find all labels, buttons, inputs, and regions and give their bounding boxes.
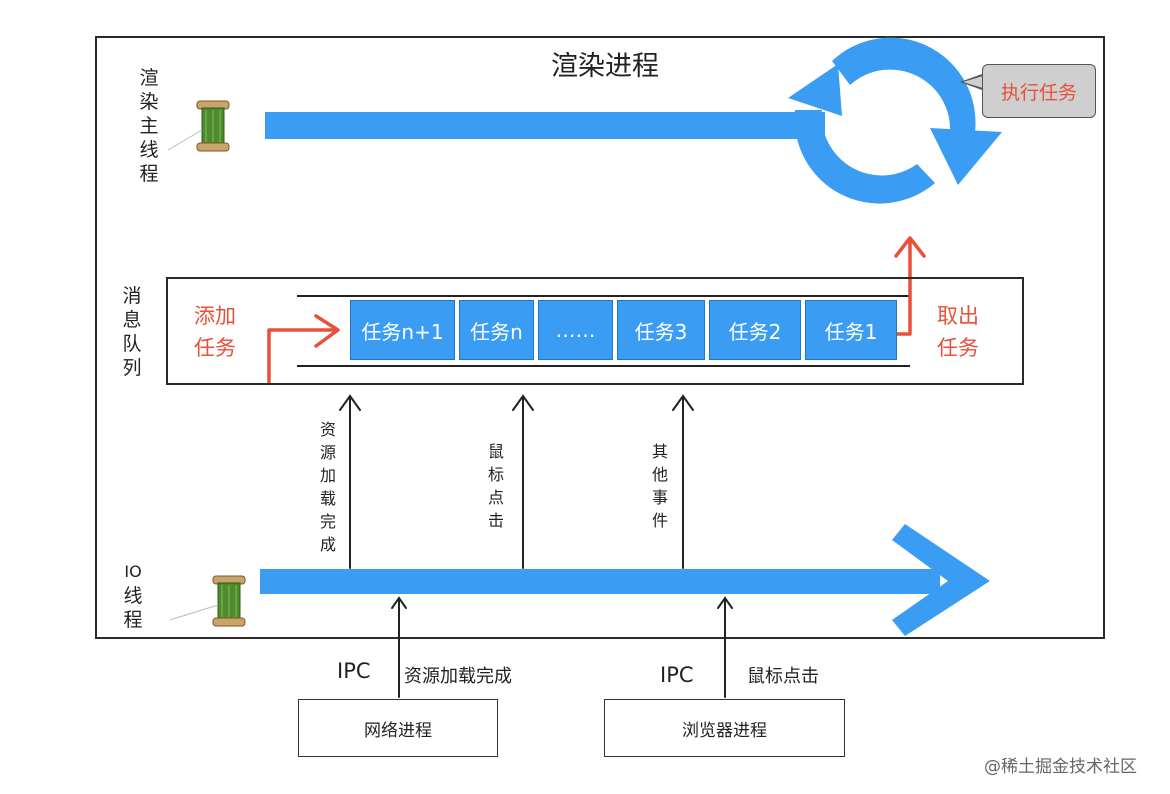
message-queue-box — [166, 277, 1024, 385]
io-thread-arrowhead — [892, 524, 990, 636]
task-item: 任务1 — [805, 300, 897, 360]
message-queue-label: 消 息 队 列 — [122, 285, 142, 379]
event-arrows — [339, 394, 694, 569]
event-label-other-events: 其 他 事 件 — [651, 442, 668, 530]
event-label-resource-loaded: 资 源 加 载 完 成 — [319, 420, 336, 554]
task-item: …… — [538, 300, 613, 360]
task-item: 任务n — [459, 300, 534, 360]
execute-task-callout: 执行任务 — [982, 64, 1096, 118]
ipc-label-left: IPC — [337, 659, 371, 683]
event-label-mouse-click: 鼠 标 点 击 — [487, 442, 504, 530]
render-main-thread-bar — [265, 112, 825, 139]
task-item: 任务3 — [617, 300, 705, 360]
io-thread-bar — [260, 569, 940, 594]
network-process-box: 网络进程 — [298, 699, 498, 757]
watermark: @稀土掘金技术社区 — [984, 757, 1137, 777]
render-process-frame — [95, 36, 1105, 639]
thread-spool-icon — [167, 100, 230, 152]
ipc-label-right: IPC — [660, 663, 694, 687]
add-task-arrow — [267, 314, 340, 384]
take-task-label: 取出 任务 — [937, 304, 979, 360]
io-thread-label: IO 线 程 — [123, 562, 143, 631]
add-task-label: 添加 任务 — [194, 304, 236, 360]
ipc-arrows — [391, 596, 733, 698]
task-item: 任务2 — [709, 300, 801, 360]
take-task-arrow — [894, 236, 926, 336]
ipc-desc-right: 鼠标点击 — [747, 666, 819, 687]
render-main-thread-label: 渲 染 主 线 程 — [139, 67, 159, 185]
cycle-arrows-icon — [788, 37, 1002, 204]
task-item: 任务n+1 — [350, 300, 455, 360]
ipc-desc-left: 资源加载完成 — [404, 666, 512, 687]
callout-tail-inner — [963, 76, 983, 88]
render-process-title: 渲染进程 — [551, 51, 659, 82]
thread-spool-icon — [169, 575, 246, 627]
browser-process-box: 浏览器进程 — [604, 699, 845, 757]
